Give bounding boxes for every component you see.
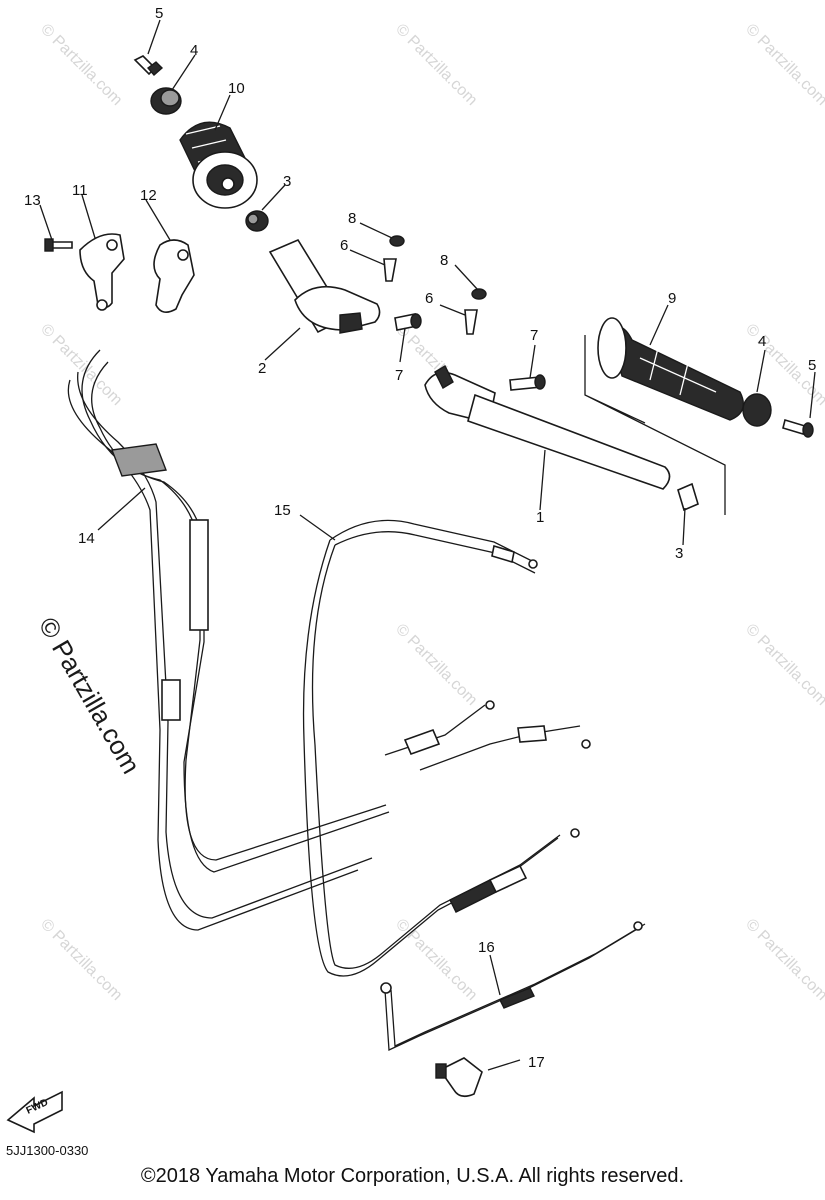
callout-1: 1 [536, 509, 544, 526]
throttle-cables-part-14 [67, 349, 591, 931]
callout-13: 13 [24, 192, 41, 209]
callout-16: 16 [478, 939, 495, 956]
handlebar-part-1 [424, 365, 671, 490]
collar-part-3-top [245, 210, 269, 232]
choke-cable-part-16 [380, 921, 646, 1051]
bolt-part-7-left [394, 313, 422, 331]
callout-10: 10 [228, 80, 245, 97]
throttle-housing-part-2 [268, 238, 381, 334]
watermark: © Partzilla.com [742, 916, 825, 1004]
callout-6-left: 6 [340, 237, 348, 254]
clutch-cable-part-15 [302, 519, 580, 977]
screw-part-13 [44, 238, 73, 252]
copyright-notice: ©2018 Yamaha Motor Corporation, U.S.A. A… [140, 1165, 685, 1187]
callout-7-right: 7 [530, 327, 538, 344]
callout-7-left: 7 [395, 367, 403, 384]
callout-17: 17 [528, 1054, 545, 1071]
watermark: © Partzilla.com [742, 21, 825, 109]
callout-3-top: 3 [283, 173, 291, 190]
watermarks: © Partzilla.com © Partzilla.com © Partzi… [33, 21, 825, 1004]
callout-8-right: 8 [440, 252, 448, 269]
callout-4-top: 4 [190, 42, 198, 59]
screw-part-5-right [782, 418, 814, 438]
callout-3-right: 3 [675, 545, 683, 562]
grip-part-9 [597, 317, 744, 421]
watermark-large: © Partzilla.com [33, 612, 147, 779]
clamp-part-12 [153, 239, 195, 313]
group-bracket-lines [584, 335, 726, 515]
callout-8-left: 8 [348, 210, 356, 227]
forward-direction-arrow: FWD [6, 1090, 63, 1134]
screw-part-8-right [471, 288, 487, 300]
cable-holder-part-17 [435, 1057, 483, 1098]
throttle-grip-part-10 [179, 121, 258, 209]
callout-9: 9 [668, 290, 676, 307]
watermark: © Partzilla.com [392, 21, 480, 109]
callout-14: 14 [78, 530, 95, 547]
callout-5-top: 5 [155, 5, 163, 22]
callout-11: 11 [72, 182, 88, 199]
bar-end-weight-part-4-top [150, 87, 182, 115]
screw-part-5-top [133, 55, 164, 76]
callout-6-right: 6 [425, 290, 433, 307]
leader-lines [39, 19, 816, 1071]
collar-part-3-right [677, 482, 699, 512]
diagram-code: 5JJ1300-0330 [6, 1143, 89, 1158]
watermark: © Partzilla.com [37, 916, 125, 1004]
callout-4-right: 4 [758, 333, 766, 350]
watermark: © Partzilla.com [742, 621, 825, 709]
bolt-part-7-right [509, 374, 546, 391]
watermark: © Partzilla.com [392, 916, 480, 1004]
bolt-part-6-right [464, 309, 478, 335]
callout-2: 2 [258, 360, 266, 377]
callout-15: 15 [274, 502, 291, 519]
callout-12: 12 [140, 187, 157, 204]
screw-part-8-left [389, 235, 405, 247]
callout-5-right: 5 [808, 357, 816, 374]
bar-end-weight-part-4-right [742, 393, 772, 427]
watermark: © Partzilla.com [37, 21, 125, 109]
watermark: © Partzilla.com [392, 621, 480, 709]
clamp-part-11 [79, 233, 125, 311]
bolt-part-6-left [383, 258, 397, 282]
